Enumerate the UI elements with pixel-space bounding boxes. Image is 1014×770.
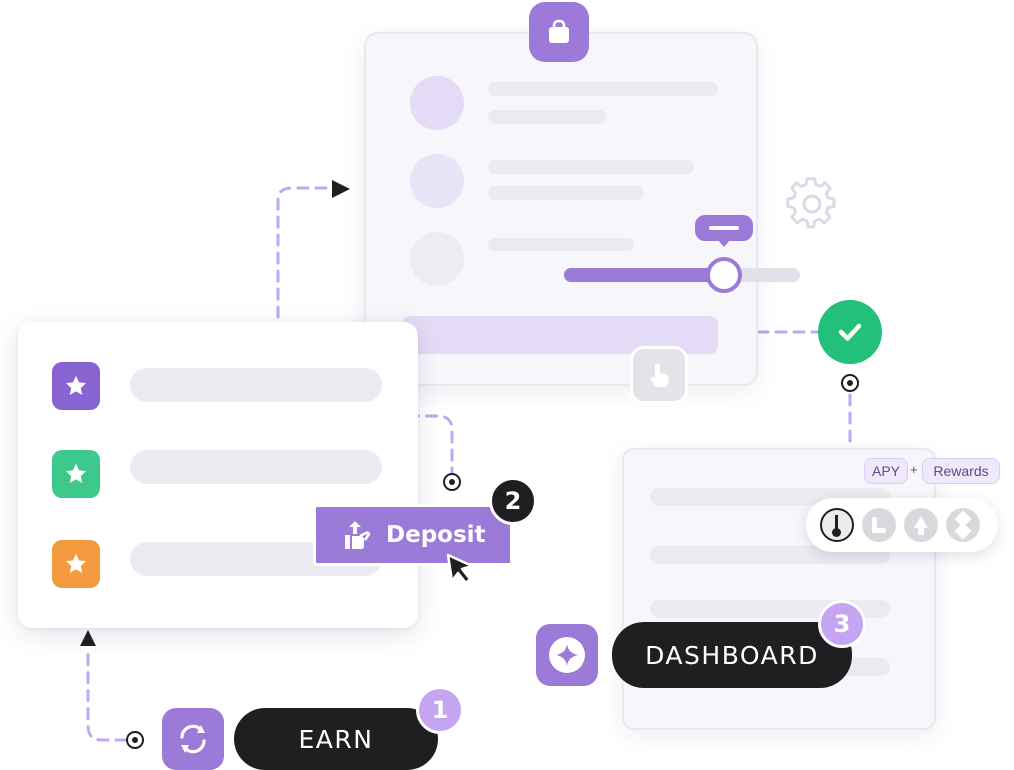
star-tile-purple [52,362,100,410]
hand-upload-icon [345,521,371,549]
apy-chip: APY [864,458,908,484]
dashboard-pill[interactable]: DASHBOARD [612,622,852,688]
connector-node [841,374,859,392]
slider-tooltip [695,215,753,247]
text-placeholder [488,186,644,200]
refresh-icon [180,724,206,754]
check-icon [838,323,862,341]
token-icon [862,508,896,542]
token-tray [806,498,998,552]
success-check [818,300,882,364]
slider-fill [564,268,725,282]
deposit-button[interactable]: Deposit [313,504,513,566]
connector-deposit-to-order [276,186,454,480]
earn-pill[interactable]: EARN [234,708,438,770]
earn-tile[interactable] [162,708,224,770]
text-placeholder [488,160,694,174]
rewards-chip: Rewards [922,458,1000,484]
connector-earn-to-list [86,648,128,742]
star-icon [65,463,87,483]
connector-node [443,473,461,491]
text-placeholder [488,82,718,96]
token-icon [946,508,980,542]
deposit-label: Deposit [386,522,486,548]
star-icon [65,375,87,395]
touch-tile[interactable] [630,346,688,404]
text-placeholder [488,110,606,124]
touch-icon [650,363,669,387]
shopping-bag-icon [549,19,569,43]
step-badge-3: 3 [818,600,866,648]
reward-list-card [18,322,418,628]
star-tile-green [52,450,100,498]
step-badge-2: 2 [489,477,537,525]
arrowhead-up [80,630,96,646]
sparkle-icon [556,644,578,666]
arrowhead-right [332,180,350,198]
gear-icon[interactable] [784,176,840,232]
shop-tile [529,2,589,62]
cursor-icon [446,553,474,585]
list-avatar [410,76,464,130]
order-card [364,32,758,386]
text-placeholder [488,238,634,251]
token-icon [904,508,938,542]
list-row-placeholder [130,368,382,402]
star-tile-orange [52,540,100,588]
star-icon [65,553,87,573]
list-avatar [410,154,464,208]
connector-node [126,731,144,749]
step-badge-1: 1 [416,686,464,734]
dashboard-tile[interactable] [536,624,598,686]
slider-handle[interactable] [706,257,743,293]
list-avatar [410,232,464,286]
plus-sign: + [910,462,918,477]
token-icon [820,508,854,542]
list-row-placeholder [130,450,382,484]
